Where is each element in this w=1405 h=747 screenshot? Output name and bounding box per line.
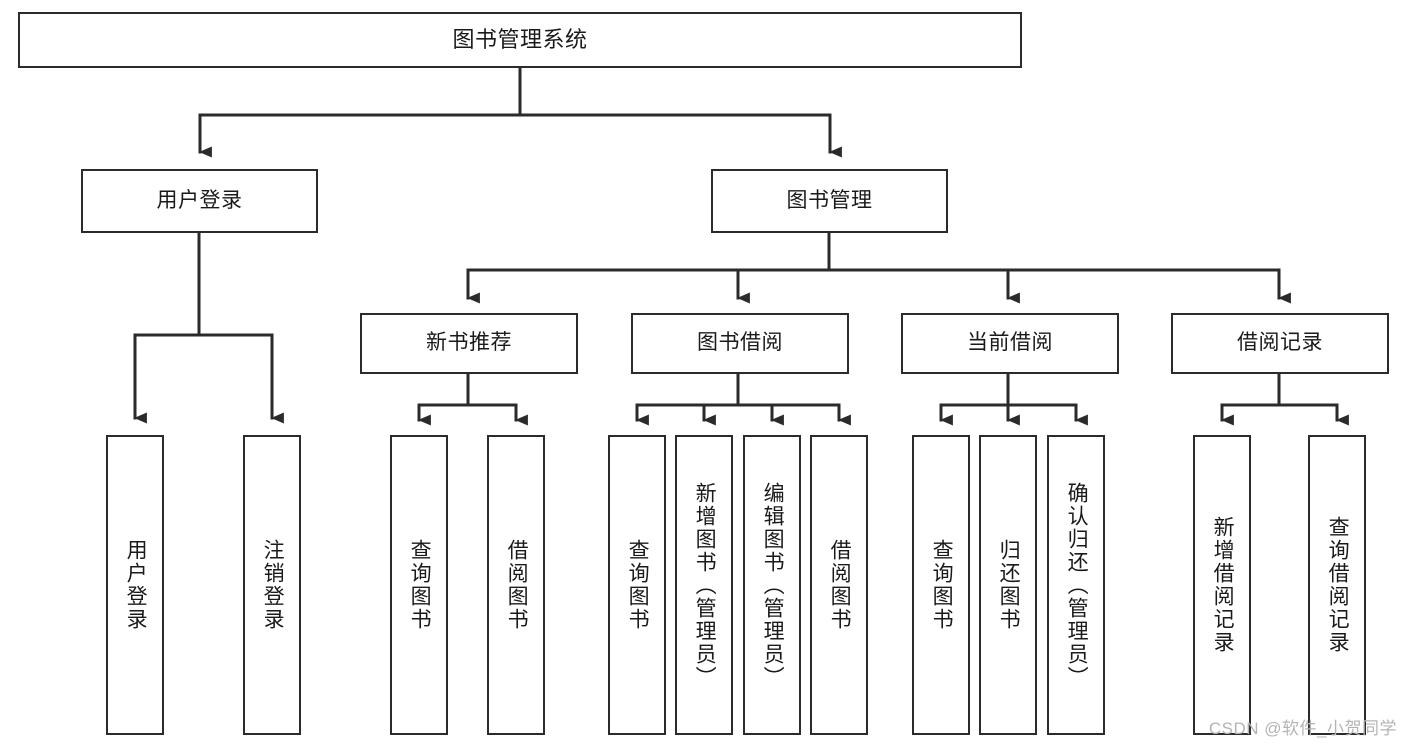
node-leaf-user-login-1-label: 注销登录 — [261, 539, 285, 631]
node-book-management[interactable]: 图书管理 — [711, 169, 948, 233]
node-leaf-borrow-record-0[interactable]: 新增借阅记录 — [1193, 435, 1251, 735]
watermark-text: CSDN @软件_小贺同学 — [1208, 719, 1397, 738]
node-leaf-new-book-recommend-1-label: 借阅图书 — [505, 539, 529, 631]
node-leaf-book-borrow-2-label: 编辑图书（管理员） — [761, 481, 785, 689]
node-leaf-book-borrow-2[interactable]: 编辑图书（管理员） — [743, 435, 801, 735]
node-module-current-borrow-label: 当前借阅 — [967, 331, 1053, 355]
node-leaf-current-borrow-2[interactable]: 确认归还（管理员） — [1047, 435, 1105, 735]
node-root[interactable]: 图书管理系统 — [18, 12, 1022, 68]
node-leaf-new-book-recommend-0[interactable]: 查询图书 — [390, 435, 448, 735]
node-leaf-book-borrow-1-label: 新增图书（管理员） — [693, 481, 717, 689]
node-leaf-new-book-recommend-1[interactable]: 借阅图书 — [487, 435, 545, 735]
node-leaf-book-borrow-3-label: 借阅图书 — [828, 539, 852, 631]
node-module-book-borrow-label: 图书借阅 — [697, 331, 783, 355]
node-leaf-new-book-recommend-0-label: 查询图书 — [408, 539, 432, 631]
node-leaf-user-login-0-label: 用户登录 — [124, 539, 148, 631]
node-module-borrow-record-label: 借阅记录 — [1237, 331, 1323, 355]
node-root-label: 图书管理系统 — [452, 27, 588, 53]
node-module-current-borrow[interactable]: 当前借阅 — [901, 313, 1119, 374]
node-leaf-book-borrow-3[interactable]: 借阅图书 — [810, 435, 868, 735]
node-leaf-book-borrow-0[interactable]: 查询图书 — [608, 435, 666, 735]
node-leaf-book-borrow-0-label: 查询图书 — [626, 539, 650, 631]
node-leaf-current-borrow-1-label: 归还图书 — [997, 539, 1021, 631]
node-module-borrow-record[interactable]: 借阅记录 — [1171, 313, 1389, 374]
node-user-login-label: 用户登录 — [156, 188, 243, 212]
node-leaf-current-borrow-1[interactable]: 归还图书 — [979, 435, 1037, 735]
node-leaf-borrow-record-1[interactable]: 查询借阅记录 — [1308, 435, 1366, 735]
node-leaf-book-borrow-1[interactable]: 新增图书（管理员） — [675, 435, 733, 735]
node-module-new-book-recommend-label: 新书推荐 — [426, 331, 512, 355]
node-module-new-book-recommend[interactable]: 新书推荐 — [360, 313, 578, 374]
node-leaf-borrow-record-0-label: 新增借阅记录 — [1211, 516, 1235, 654]
node-user-login[interactable]: 用户登录 — [81, 169, 318, 233]
node-leaf-current-borrow-2-label: 确认归还（管理员） — [1065, 481, 1089, 689]
node-leaf-user-login-1[interactable]: 注销登录 — [243, 435, 301, 735]
node-leaf-user-login-0[interactable]: 用户登录 — [106, 435, 164, 735]
node-leaf-current-borrow-0-label: 查询图书 — [930, 539, 954, 631]
node-leaf-borrow-record-1-label: 查询借阅记录 — [1326, 516, 1350, 654]
node-module-book-borrow[interactable]: 图书借阅 — [631, 313, 849, 374]
node-leaf-current-borrow-0[interactable]: 查询图书 — [912, 435, 970, 735]
node-book-management-label: 图书管理 — [786, 188, 873, 212]
